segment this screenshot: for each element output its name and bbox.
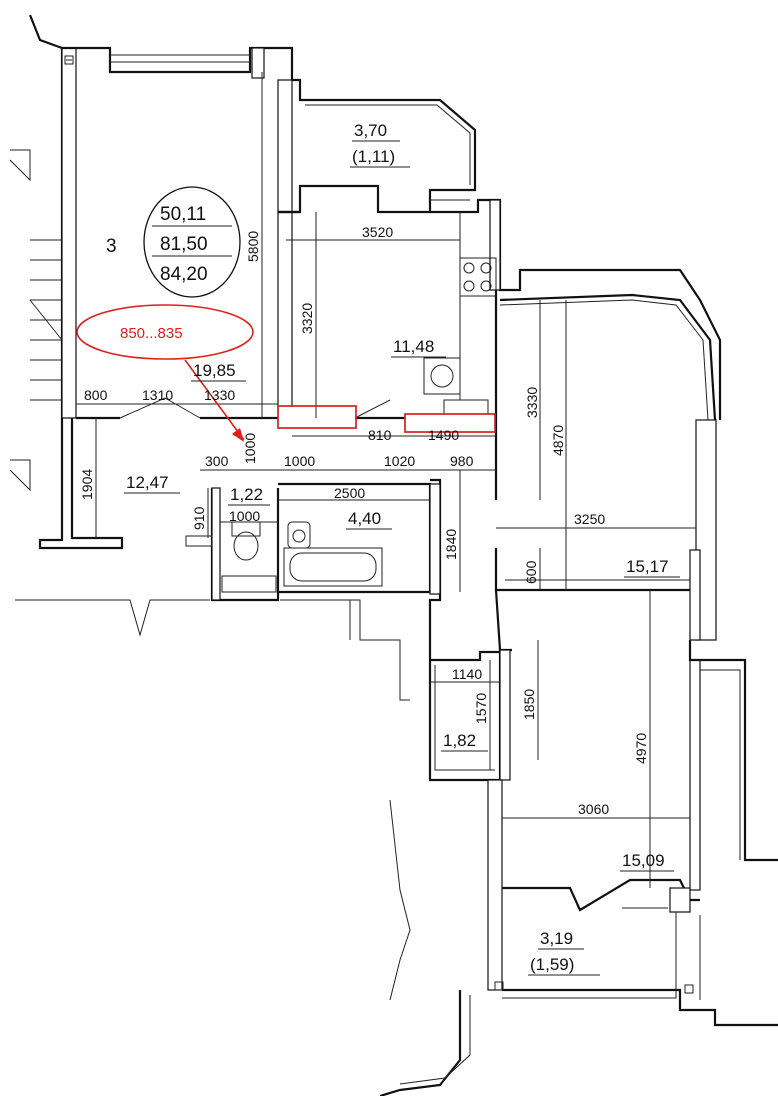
dim-4870: 4870: [550, 425, 566, 456]
bedroom-top-walls: [494, 290, 717, 641]
label-bedroom-top: 15,17: [626, 557, 669, 576]
label-kitchen: 11,48: [393, 337, 434, 356]
dim-3520: 3520: [362, 224, 393, 240]
dim-910: 910: [191, 506, 207, 530]
annotation-callout: 850...835: [76, 304, 496, 442]
left-exterior-walls: [9, 14, 210, 637]
label-balcony-top-reduced: (1,11): [352, 147, 395, 166]
dim-1020: 1020: [384, 453, 415, 469]
annotation-box-left: [277, 405, 357, 429]
dim-3320: 3320: [299, 303, 315, 334]
label-bedroom-bottom: 15,09: [622, 851, 665, 870]
room-labels: 3,70 (1,11) 11,48 19,85 12,47 1,22 4,40 …: [124, 121, 680, 976]
dim-1904: 1904: [79, 469, 95, 500]
dim-1570: 1570: [473, 693, 489, 724]
dim-980: 980: [450, 453, 474, 469]
dim-1310: 1310: [142, 387, 173, 403]
dim-5800: 5800: [245, 231, 261, 262]
living-room-walls: [61, 46, 294, 419]
dim-1490: 1490: [428, 427, 459, 443]
dim-1000-top: 1000: [284, 453, 315, 469]
balcony-top: [278, 78, 477, 214]
bedroom-bottom-walls: [487, 589, 778, 991]
dim-2500: 2500: [334, 485, 365, 501]
dim-300: 300: [205, 453, 229, 469]
annotation-text: 850...835: [120, 325, 183, 342]
annotation-ellipse: [76, 304, 254, 360]
summary-ellipse: [143, 186, 241, 298]
balcony-bottom: [379, 799, 778, 1096]
annotation-arrow: [184, 359, 245, 441]
label-balcony-bottom: 3,19: [540, 929, 573, 948]
wc-bath-walls: [185, 482, 432, 602]
label-balcony-bottom-reduced: (1,59): [530, 955, 574, 974]
dim-600: 600: [523, 560, 539, 584]
label-living-big: 19,85: [193, 361, 236, 380]
label-hall: 12,47: [126, 473, 169, 492]
area-with-balconies: 84,20: [160, 264, 208, 285]
label-storage: 1,82: [443, 731, 476, 750]
area-living: 50,11: [160, 204, 206, 225]
dim-3330: 3330: [524, 387, 540, 418]
annotation-arrowhead: [232, 428, 244, 442]
dim-4970: 4970: [633, 733, 649, 764]
dim-810: 810: [368, 427, 392, 443]
dimension-labels: 5800 3520 3320 800 1310 1330 810 1490 33…: [79, 224, 649, 817]
annotation-box-right: [404, 413, 496, 433]
label-wc: 1,22: [230, 485, 263, 504]
dim-1850: 1850: [521, 689, 537, 720]
label-bath: 4,40: [348, 509, 381, 528]
dim-1000-wc: 1000: [229, 508, 260, 524]
dim-800: 800: [84, 387, 108, 403]
label-balcony-top: 3,70: [354, 121, 387, 140]
rooms-count: 3: [106, 236, 117, 257]
kitchen-walls: [278, 198, 722, 500]
dim-3060: 3060: [578, 801, 609, 817]
dimension-lines: [76, 72, 696, 888]
dim-1140: 1140: [452, 666, 482, 682]
dim-1000-vertical: 1000: [242, 433, 258, 464]
apartment-summary: 3 50,11 81,50 84,20: [106, 186, 241, 298]
dim-3250: 3250: [574, 511, 605, 527]
hall-walls: [76, 397, 496, 433]
corridor-storage-walls: [280, 478, 512, 782]
area-total: 81,50: [160, 234, 208, 255]
dim-1330: 1330: [204, 387, 235, 403]
dim-1840: 1840: [443, 529, 459, 560]
